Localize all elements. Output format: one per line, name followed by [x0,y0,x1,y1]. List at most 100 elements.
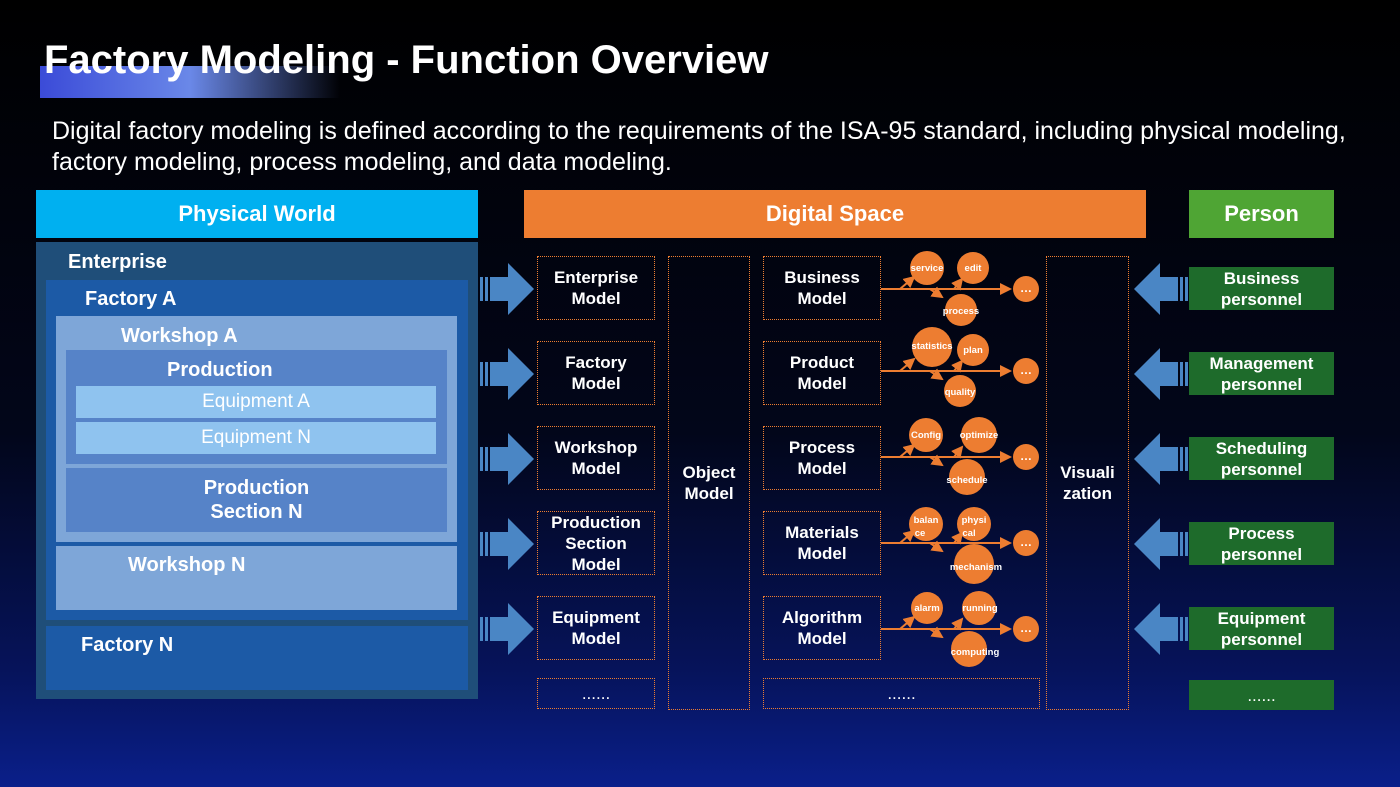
more-models-box: ...... [537,678,655,709]
chip-b [962,591,996,625]
model-line: Model [571,459,621,478]
person-line: personnel [1220,544,1303,564]
model-line: Model [571,629,621,648]
model-line: Model [797,629,847,648]
model-line: Model [571,374,621,393]
enterprise-label: Enterprise [68,251,167,273]
model-line: Materials [785,523,859,542]
person-line: personnel [1220,629,1303,649]
chip-c-label: schedule [946,475,987,486]
workshop-n-label: Workshop N [128,554,246,576]
left-arrow-icon [1134,263,1188,315]
chip-b-label-line1: physi [962,515,987,526]
chip-b [957,507,991,541]
chip-b [961,417,997,453]
chip-group-materials: balan ce physi cal mechanism … [881,507,1039,584]
model-line: Process [788,438,856,457]
chip-group-product: statistics plan quality … [881,327,1039,407]
physical-world-header: Physical World [36,190,478,238]
chip-a-label: alarm [914,603,939,614]
chip-more-label: … [1020,449,1032,463]
chip-a-label: Config [911,430,941,441]
chip-more [1013,530,1039,556]
right-arrow-icon [480,433,534,485]
model-line: Algorithm [781,608,863,627]
chip-more [1013,444,1039,470]
visualization-line: zation [1062,484,1113,503]
chip-more-label: … [1020,621,1032,635]
chip-group-process: Config optimize schedule … [881,417,1039,495]
branch-arrow [929,626,944,639]
page-title: Factory Modeling - Function Overview [44,38,769,82]
chip-c [954,544,994,584]
model-line: Model [797,289,847,308]
factory-a-label: Factory A [85,288,177,310]
branch-arrow [899,615,916,630]
chip-a-label: service [911,263,944,274]
chip-c-label: quality [945,387,976,398]
title-highlight-bar [40,66,340,98]
more-mid-models-box: ...... [763,678,1040,709]
branch-arrow [899,357,916,372]
chip-more [1013,616,1039,642]
person-line: Scheduling [1215,438,1308,458]
chip-b [957,252,989,284]
branch-arrow [929,454,944,467]
chip-a [909,418,943,452]
chip-more-label: … [1020,363,1032,377]
chip-b-label: optimize [960,430,999,441]
chip-b-label: running [962,603,998,614]
factory-n-label: Factory N [81,634,174,656]
digital-space-header: Digital Space [524,190,1146,238]
right-arrow-icon [480,263,534,315]
branch-arrow [929,540,944,553]
model-line: Equipment [552,608,640,627]
production-section-n-line2: Section N [210,501,303,523]
object-model-line: Object [682,463,736,482]
workshop-a-label: Workshop A [121,325,238,347]
model-line: Model [797,459,847,478]
workshop-n-box [56,546,457,610]
model-line: Model [797,374,847,393]
person-line: personnel [1220,374,1303,394]
branch-arrow [899,275,916,290]
equipment-a-box: Equipment A [76,386,436,418]
production-section-n-line1: Production [203,477,310,499]
person-line: personnel [1220,459,1303,479]
chip-more-label: … [1020,281,1032,295]
chip-b [957,334,989,366]
chip-a [910,251,944,285]
chip-c [945,294,977,326]
chip-b-label: plan [963,345,983,356]
person-line: Process [1228,523,1295,543]
visualization-line: Visuali [1060,463,1115,482]
model-line: Model [797,544,847,563]
right-arrow-icon [480,518,534,570]
chip-more-label: … [1020,535,1032,549]
chip-c-label: process [943,306,979,317]
chip-c [951,631,987,667]
model-line: Workshop [554,438,638,457]
chip-more [1013,276,1039,302]
chip-a-label-line2: ce [915,528,926,539]
right-arrow-icon [480,348,534,400]
chip-a [912,327,952,367]
chip-a-label-line1: balan [914,515,939,526]
chip-a [911,592,943,624]
chip-more [1013,358,1039,384]
branch-arrow [929,286,944,299]
chip-a [909,507,943,541]
chip-c [949,459,985,495]
person-line: ...... [1247,685,1276,705]
branch-arrow [951,445,964,459]
chip-c-label: mechanism [950,562,1002,573]
